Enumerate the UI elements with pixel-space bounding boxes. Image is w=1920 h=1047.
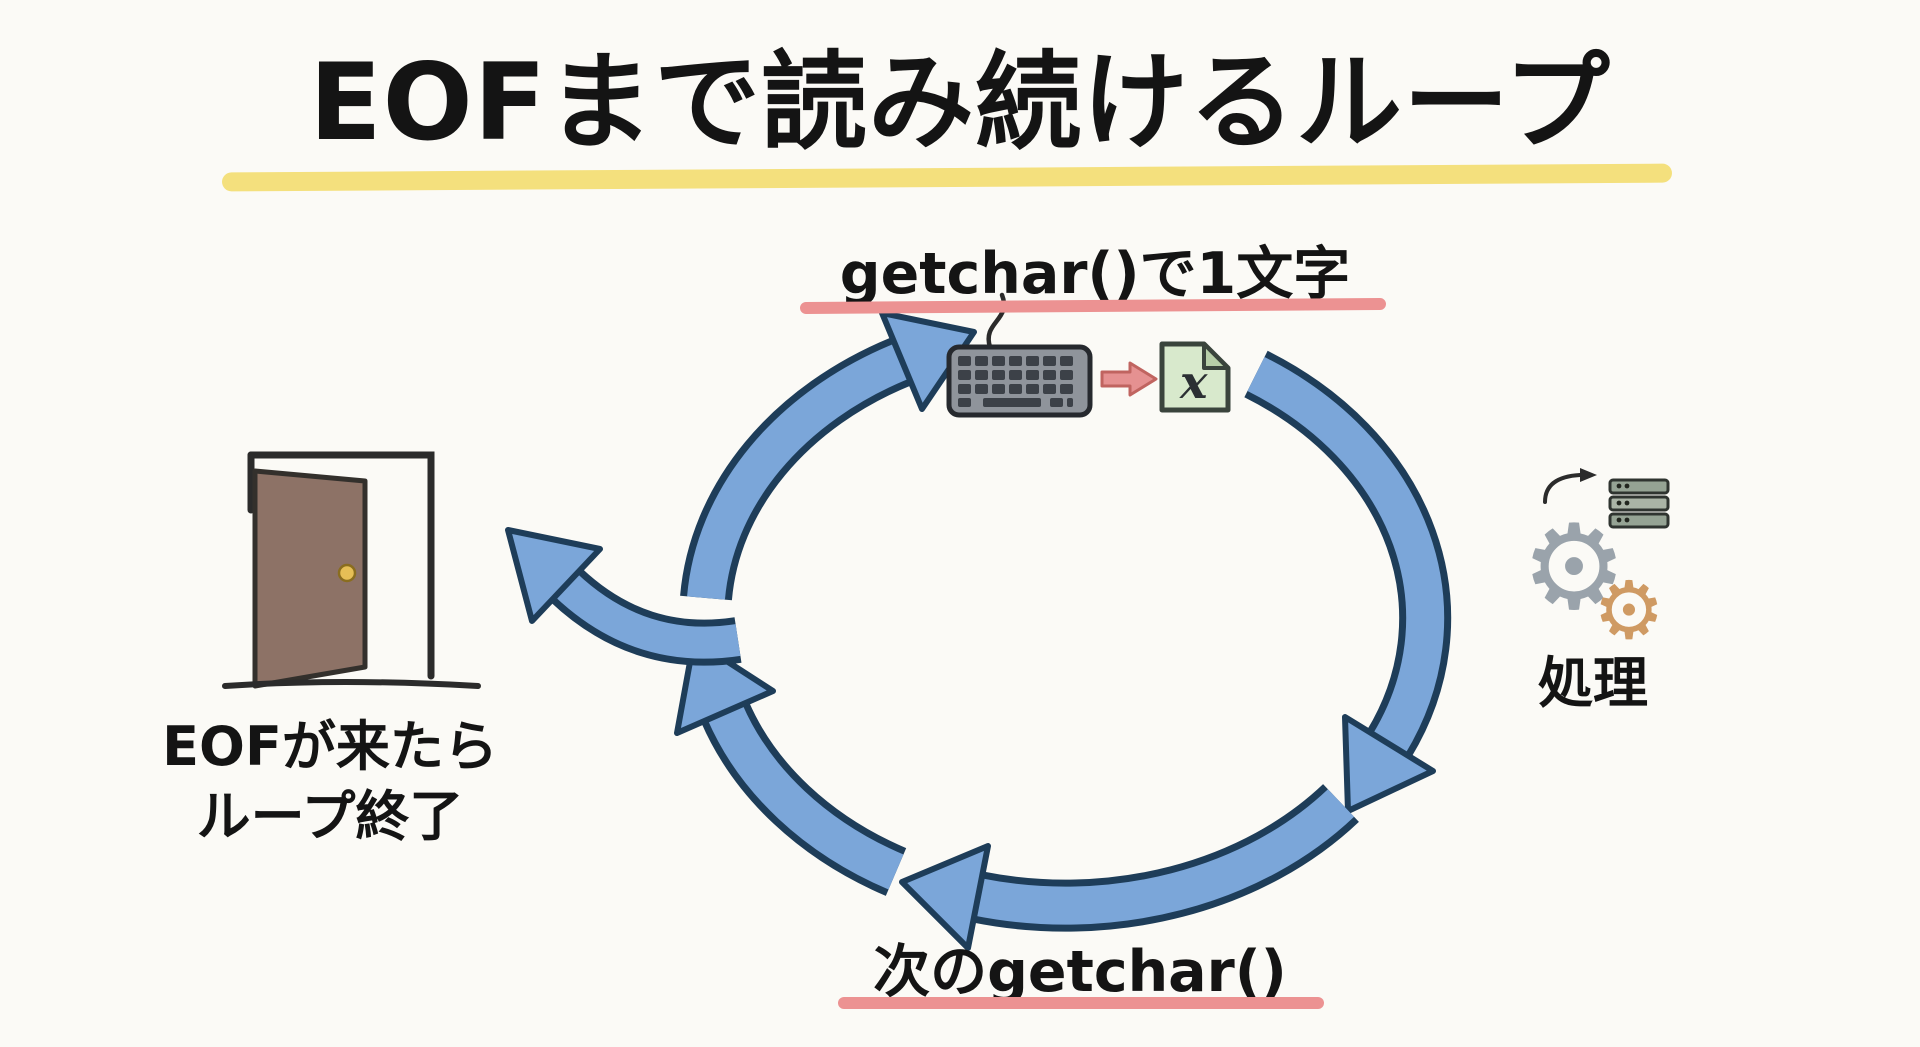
svg-text:⚙: ⚙ [1593,564,1665,657]
next-getchar-label-underline [838,997,1324,1009]
eof-exit-line2: ループ終了 [196,785,464,849]
page-title: EOFまで読み続けるループ [309,41,1611,164]
gear-large-icon: ⚙ [1521,498,1627,636]
door-icon [222,451,481,689]
getchar-label: getchar()で1文字 [839,241,1351,307]
gear-small-icon: ⚙ [1593,564,1665,657]
eof-exit-line1: EOFが来たら [162,715,498,778]
server-icon [1608,478,1670,529]
input-arrow-icon [1100,361,1158,397]
eof-exit-label: EOFが来たら ループ終了 [120,712,540,852]
loop-arrow-bottom-left [674,637,907,896]
char-file-icon: x [1159,341,1231,413]
loop-arrow-bottom [899,784,1359,951]
next-getchar-label: 次のgetchar() [873,939,1287,1005]
loop-arrow-top-left [680,310,977,601]
svg-text:⚙: ⚙ [1521,498,1627,636]
loop-arrow-right [1244,350,1452,814]
keyboard-icon [946,292,1093,418]
file-char-glyph: x [1179,355,1208,409]
gear-arrow-icon [1543,468,1597,504]
process-label: 処理 [1537,651,1648,715]
exit-arrow [505,527,742,666]
